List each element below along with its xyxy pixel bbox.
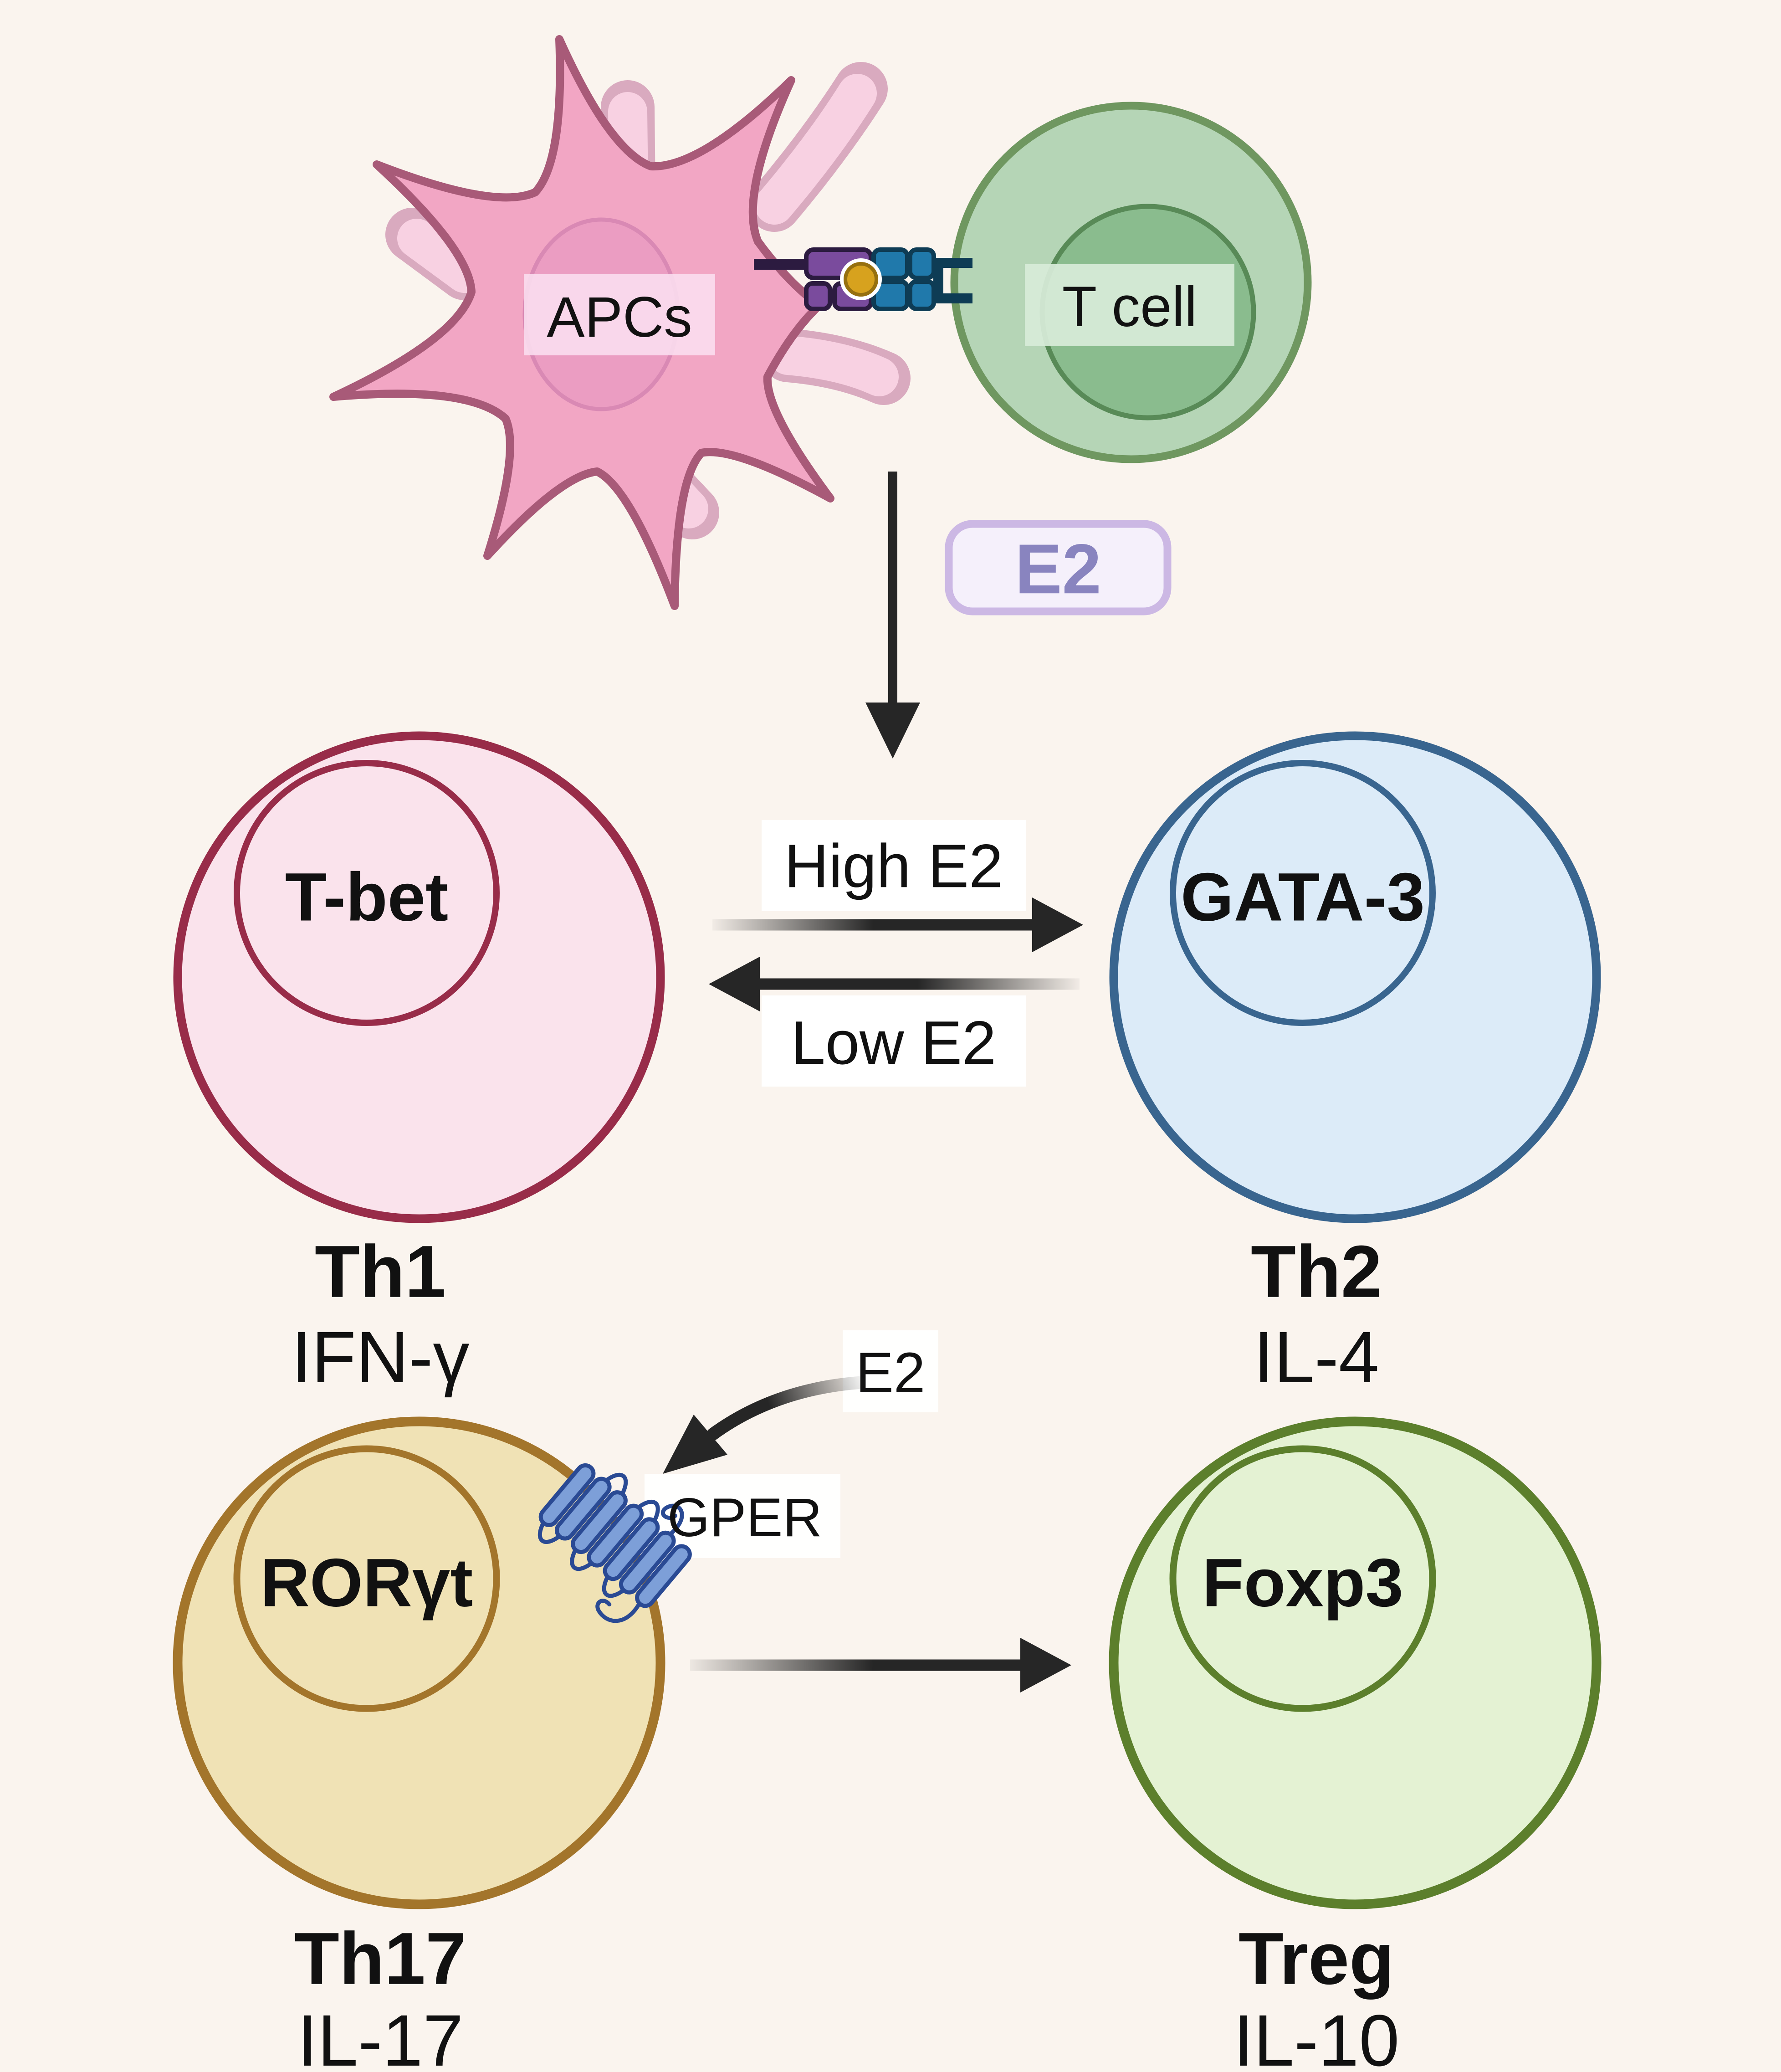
th1-body bbox=[173, 731, 665, 1223]
treg-factor-label: Foxp3 bbox=[1202, 1544, 1403, 1621]
e2-badge-label: E2 bbox=[1015, 529, 1101, 608]
treg-nucleus bbox=[1169, 1445, 1436, 1712]
treg-cell: Foxp3 Treg IL-10 bbox=[1109, 1416, 1602, 2072]
tcr-molecule-icon bbox=[871, 247, 936, 311]
apc-label-box bbox=[524, 274, 715, 355]
th17-to-treg-arrow bbox=[690, 1638, 1071, 1692]
t-cell-label: T cell bbox=[1062, 275, 1197, 338]
gper-c-terminus bbox=[595, 1599, 641, 1623]
high-e2-label-box bbox=[762, 820, 1026, 911]
gper-receptor-icon bbox=[537, 1463, 692, 1623]
e2-gper-arrow-shaft bbox=[706, 1376, 865, 1441]
e2-gper-label-box bbox=[843, 1330, 938, 1412]
high-e2-arrow-head bbox=[1032, 898, 1083, 952]
th2-body bbox=[1109, 731, 1601, 1223]
apc-cell: APCs bbox=[329, 35, 911, 610]
treg-name: Treg bbox=[1239, 1918, 1394, 2000]
high-e2-label: High E2 bbox=[784, 831, 1003, 900]
t-cell: T cell bbox=[950, 102, 1312, 463]
th2-nucleus bbox=[1170, 760, 1436, 1026]
low-e2-label: Low E2 bbox=[791, 1008, 996, 1077]
mhc-tcr-synapse-icon bbox=[754, 247, 972, 311]
tcr-stem-bracket bbox=[933, 258, 972, 303]
th1-th2-balance: High E2 Low E2 bbox=[709, 820, 1083, 1087]
e2-badge-box bbox=[945, 520, 1172, 615]
th17-factor-label: RORγt bbox=[261, 1544, 473, 1621]
low-e2-arrow-head bbox=[709, 957, 760, 1011]
th1-cytokine: IFN-γ bbox=[291, 1316, 469, 1398]
th17-body bbox=[173, 1416, 665, 1909]
th17-name: Th17 bbox=[294, 1918, 466, 2000]
treg-cytokine: IL-10 bbox=[1233, 2000, 1400, 2072]
low-e2-label-box bbox=[762, 995, 1026, 1087]
gper-label: GPER bbox=[667, 1487, 822, 1548]
th2-cytokine: IL-4 bbox=[1254, 1316, 1379, 1398]
e2-badge: E2 bbox=[945, 520, 1172, 615]
th2-name: Th2 bbox=[1251, 1231, 1382, 1313]
th2-factor-label: GATA-3 bbox=[1181, 859, 1425, 935]
down-arrow-head bbox=[865, 703, 920, 759]
e2-gper-label: E2 bbox=[856, 1341, 926, 1405]
treg-body bbox=[1109, 1416, 1602, 1909]
th1-name: Th1 bbox=[315, 1231, 446, 1313]
th2-cell: GATA-3 Th2 IL-4 bbox=[1109, 731, 1601, 1398]
th17-nucleus bbox=[233, 1445, 500, 1712]
antigen-peptide-icon bbox=[844, 262, 878, 297]
th17-cell: RORγt Th17 IL-17 bbox=[173, 1416, 665, 2072]
gper-n-terminus bbox=[661, 1503, 684, 1535]
e2-to-gper: E2 bbox=[663, 1330, 938, 1474]
e2-gper-arrow-head bbox=[663, 1415, 727, 1474]
e2-differentiation-arrow bbox=[865, 472, 920, 759]
th1-factor-label: T-bet bbox=[285, 859, 448, 935]
th17-cytokine: IL-17 bbox=[297, 2000, 464, 2072]
th1-cell: T-bet Th1 IFN-γ bbox=[173, 731, 665, 1398]
apc-label: APCs bbox=[547, 286, 692, 349]
th1-nucleus bbox=[234, 760, 500, 1026]
t-cell-label-box bbox=[1025, 264, 1234, 346]
th17-treg-arrow-head bbox=[1020, 1638, 1071, 1692]
